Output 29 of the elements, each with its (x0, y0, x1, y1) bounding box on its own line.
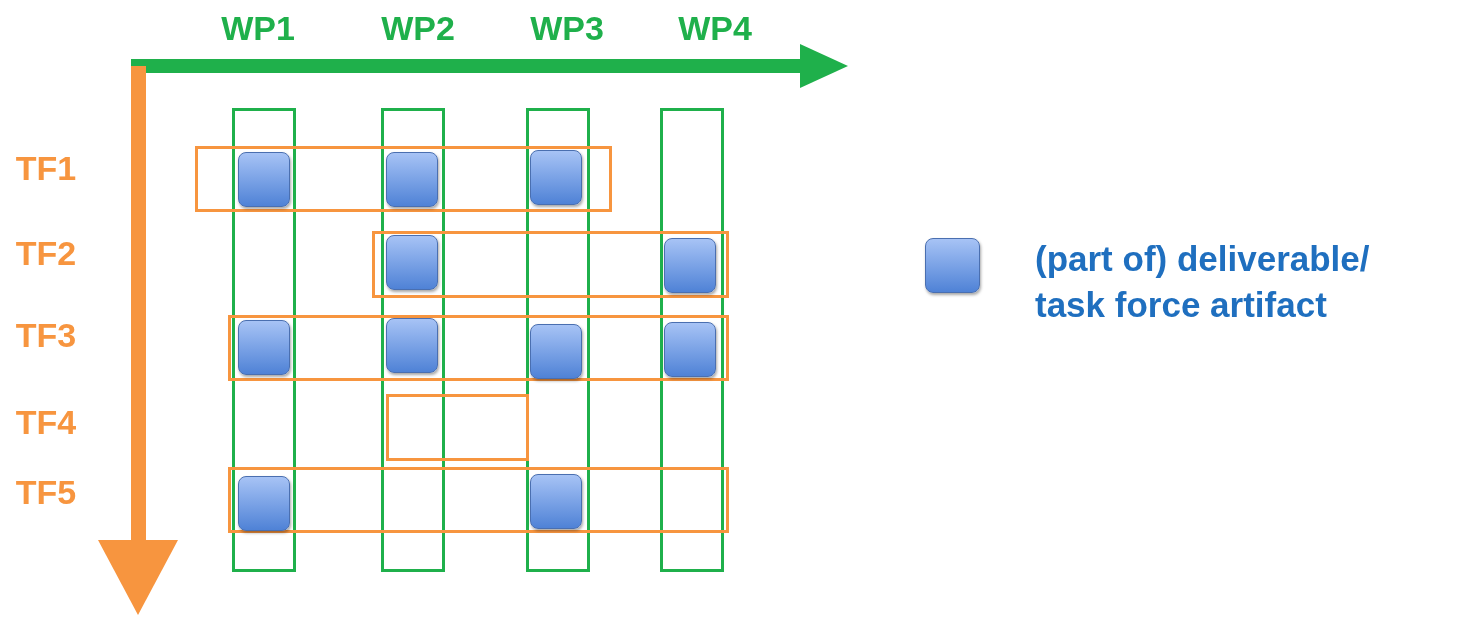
deliverable-square (530, 150, 582, 205)
deliverable-square (386, 318, 438, 373)
deliverable-square (386, 235, 438, 290)
column-label: WP3 (530, 8, 604, 48)
row-frame (386, 394, 529, 461)
column-frame (660, 108, 724, 572)
row-frame (372, 231, 729, 298)
column-label: WP2 (381, 8, 455, 48)
row-frame (228, 315, 729, 381)
deliverable-square (664, 238, 716, 293)
column-label: WP1 (221, 8, 295, 48)
row-label: TF5 (15, 472, 77, 512)
deliverable-square (530, 324, 582, 379)
deliverable-square (386, 152, 438, 207)
deliverable-square (664, 322, 716, 377)
deliverable-square (238, 476, 290, 531)
column-frame (232, 108, 296, 572)
deliverable-square (530, 474, 582, 529)
row-label: TF2 (15, 233, 77, 273)
row-label: TF3 (15, 315, 77, 355)
column-frame (381, 108, 445, 572)
deliverable-square (238, 320, 290, 375)
row-frame (195, 146, 612, 212)
deliverable-square (238, 152, 290, 207)
legend-text: (part of) deliverable/ task force artifact (1035, 238, 1371, 326)
column-label: WP4 (678, 8, 752, 48)
row-frame (228, 467, 729, 533)
row-label: TF1 (15, 148, 77, 188)
row-label: TF4 (15, 402, 77, 442)
